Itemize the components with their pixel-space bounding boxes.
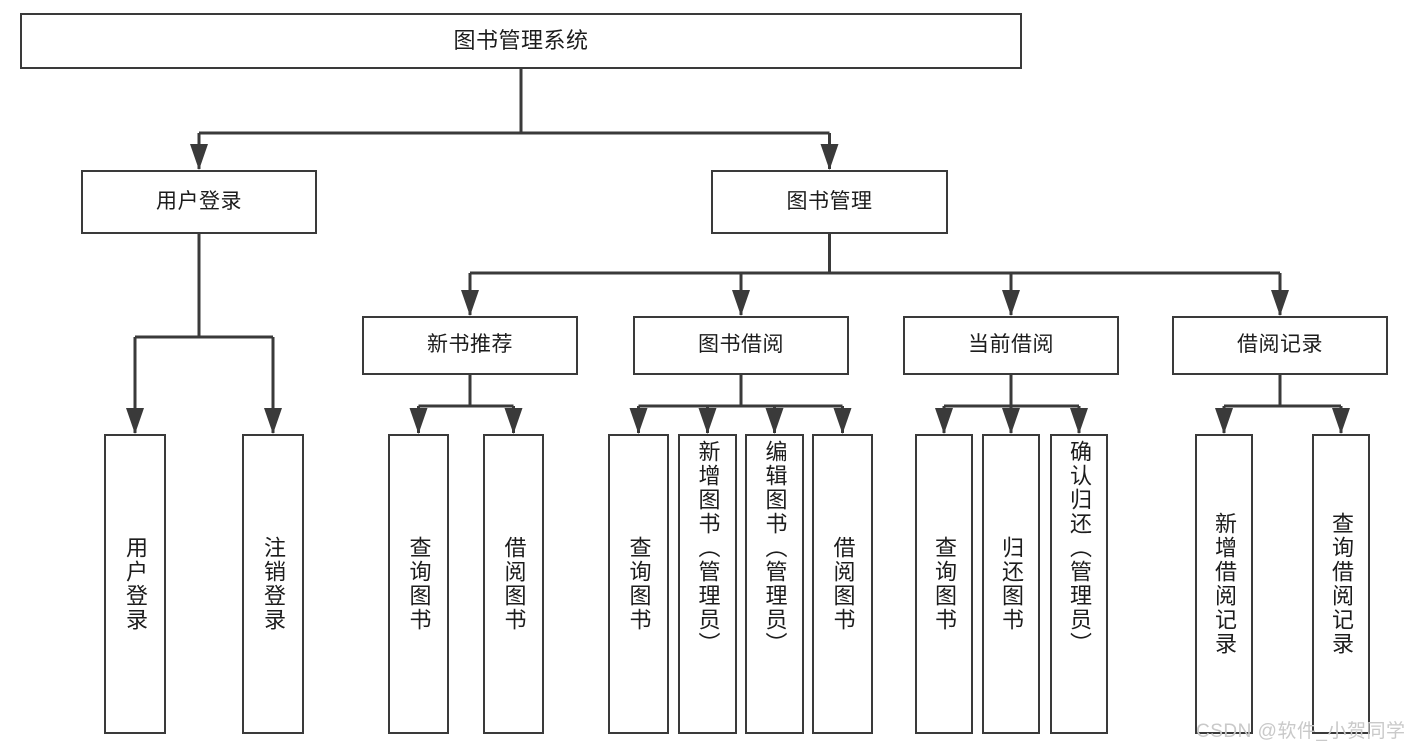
arrowhead-leaf-cur3	[1070, 408, 1088, 434]
node-label: 用户登录	[156, 189, 242, 213]
node-leaf-bor1[interactable]: 查询图书	[608, 434, 669, 734]
node-root[interactable]: 图书管理系统	[20, 13, 1022, 69]
node-leaf-new1[interactable]: 查询图书	[388, 434, 449, 734]
node-label: 借阅图书	[501, 536, 527, 632]
arrowhead-bookmgmt	[820, 144, 839, 170]
node-label: 图书管理	[786, 189, 873, 213]
node-leaf-new2[interactable]: 借阅图书	[483, 434, 544, 734]
arrowhead-borrow	[732, 290, 750, 316]
node-label: 借阅图书	[830, 536, 856, 632]
node-leaf-cur1[interactable]: 查询图书	[915, 434, 973, 734]
node-label: 注销登录	[261, 536, 286, 632]
node-login[interactable]: 用户登录	[81, 170, 317, 234]
arrowhead-leaf-bor1	[629, 408, 648, 434]
arrowhead-leaf-bor2	[698, 408, 717, 434]
node-current[interactable]: 当前借阅	[903, 316, 1119, 375]
arrowhead-records	[1271, 290, 1289, 316]
arrowhead-leaf-new2	[504, 408, 523, 434]
node-leaf-login1[interactable]: 用户登录	[104, 434, 166, 734]
node-label: 图书借阅	[698, 333, 784, 357]
node-label: 查询图书	[932, 536, 957, 632]
node-borrow[interactable]: 图书借阅	[633, 316, 849, 375]
arrowhead-leaf-bor3	[765, 408, 784, 434]
arrowhead-leaf-login2	[264, 408, 282, 434]
arrowhead-current	[1002, 290, 1020, 316]
node-label: 编辑图书（管理员）	[762, 440, 788, 656]
arrowhead-leaf-rec2	[1332, 408, 1350, 434]
node-label: 新书推荐	[427, 333, 513, 357]
watermark-label: CSDN @软件_小贺同学	[1196, 721, 1405, 742]
node-leaf-rec2[interactable]: 查询借阅记录	[1312, 434, 1370, 734]
node-bookmgmt[interactable]: 图书管理	[711, 170, 948, 234]
node-leaf-bor4[interactable]: 借阅图书	[812, 434, 873, 734]
node-records[interactable]: 借阅记录	[1172, 316, 1388, 375]
node-label: 查询借阅记录	[1329, 512, 1354, 656]
node-label: 图书管理系统	[453, 28, 589, 54]
node-label: 新增图书（管理员）	[695, 440, 721, 656]
arrowhead-leaf-cur1	[935, 408, 953, 434]
node-label: 新增借阅记录	[1212, 512, 1237, 656]
node-label: 当前借阅	[968, 333, 1054, 357]
node-label: 归还图书	[999, 536, 1024, 632]
arrowhead-leaf-new1	[409, 408, 428, 434]
node-leaf-bor3[interactable]: 编辑图书（管理员）	[745, 434, 804, 734]
node-leaf-cur2[interactable]: 归还图书	[982, 434, 1040, 734]
arrowhead-leaf-bor4	[833, 408, 852, 434]
node-leaf-bor2[interactable]: 新增图书（管理员）	[678, 434, 737, 734]
node-leaf-cur3[interactable]: 确认归还（管理员）	[1050, 434, 1108, 734]
arrowhead-newbook	[461, 290, 479, 316]
node-label: 查询图书	[626, 536, 652, 632]
node-leaf-rec1[interactable]: 新增借阅记录	[1195, 434, 1253, 734]
arrowhead-login	[190, 144, 208, 170]
node-leaf-login2[interactable]: 注销登录	[242, 434, 304, 734]
node-label: 借阅记录	[1237, 333, 1323, 357]
arrowhead-leaf-login1	[126, 408, 144, 434]
node-label: 查询图书	[406, 536, 432, 632]
arrowhead-leaf-rec1	[1215, 408, 1233, 434]
node-label: 确认归还（管理员）	[1067, 440, 1092, 656]
arrowhead-leaf-cur2	[1002, 408, 1020, 434]
node-label: 用户登录	[123, 536, 148, 632]
node-newbook[interactable]: 新书推荐	[362, 316, 578, 375]
